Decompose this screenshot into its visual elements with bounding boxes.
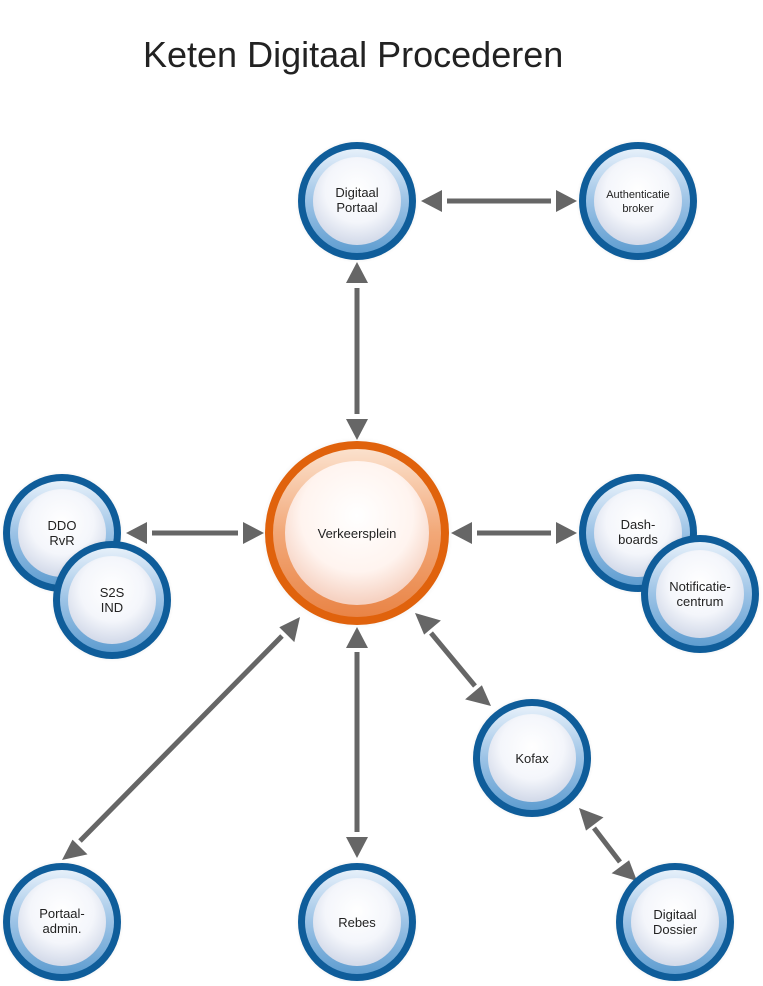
node-notificatiecentrum: Notificatie- centrum bbox=[638, 532, 762, 656]
edge-verkeersplein-dashboards bbox=[451, 522, 577, 544]
diagram-title: Keten Digitaal Procederen bbox=[143, 34, 564, 75]
node-portaal-admin: Portaal- admin. bbox=[0, 860, 124, 984]
node-label: broker bbox=[622, 203, 654, 215]
node-digitaal-dossier: Digitaal Dossier bbox=[613, 860, 737, 984]
edge-kofax-dossier bbox=[579, 808, 637, 881]
node-label: Verkeersplein bbox=[318, 526, 397, 541]
node-label: Dossier bbox=[653, 922, 698, 937]
node-digitaal-portaal: Digitaal Portaal bbox=[295, 139, 419, 263]
edge-ddo-verkeersplein bbox=[126, 522, 264, 544]
node-label: Notificatie- bbox=[669, 579, 730, 594]
node-label: RvR bbox=[49, 533, 74, 548]
node-label: Portaal- bbox=[39, 906, 85, 921]
node-label: Rebes bbox=[338, 915, 376, 930]
node-label: boards bbox=[618, 532, 658, 547]
node-label: Dash- bbox=[621, 517, 656, 532]
node-label: centrum bbox=[677, 594, 724, 609]
node-label: DDO bbox=[48, 518, 77, 533]
edge-verkeersplein-portaal-admin bbox=[62, 617, 300, 860]
node-label: admin. bbox=[42, 921, 81, 936]
node-label: Digitaal bbox=[335, 185, 378, 200]
node-label: Authenticatie bbox=[606, 189, 670, 201]
edge-verkeersplein-rebes bbox=[346, 627, 368, 858]
node-label: IND bbox=[101, 600, 123, 615]
connections bbox=[62, 190, 637, 881]
node-label: Kofax bbox=[515, 751, 549, 766]
node-rebes: Rebes bbox=[295, 860, 419, 984]
node-label: S2S bbox=[100, 585, 125, 600]
node-label: Digitaal bbox=[653, 907, 696, 922]
edge-portaal-verkeersplein bbox=[346, 262, 368, 440]
node-s2s-ind: S2S IND bbox=[50, 538, 174, 662]
node-label: Portaal bbox=[336, 200, 377, 215]
edge-verkeersplein-kofax bbox=[415, 613, 491, 706]
edge-portaal-authenticatie bbox=[421, 190, 577, 212]
node-verkeersplein: Verkeersplein bbox=[261, 437, 453, 629]
node-kofax: Kofax bbox=[470, 696, 594, 820]
node-authenticatie-broker: Authenticatie broker bbox=[576, 139, 700, 263]
